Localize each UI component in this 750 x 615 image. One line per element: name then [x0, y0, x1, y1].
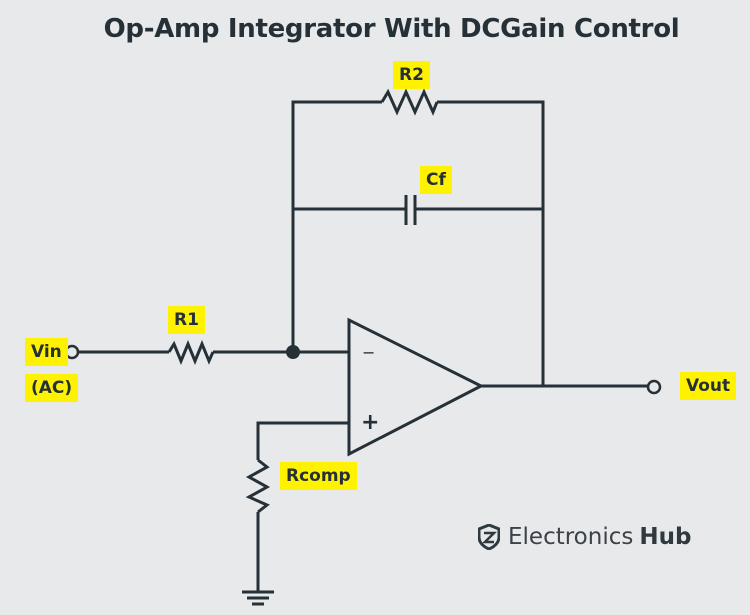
rcomp-resistor — [245, 458, 271, 514]
r2-wire-left — [291, 100, 382, 352]
diagram-title: Op-Amp Integrator With DCGain Control — [103, 14, 680, 44]
r2-resistor — [380, 88, 439, 116]
r2-label: R2 — [393, 61, 430, 89]
vout-label: Vout — [680, 372, 737, 400]
brand-suffix: Hub — [639, 524, 692, 550]
r1-label: R1 — [168, 306, 205, 334]
noninverting-input-sign: + — [361, 410, 379, 435]
brand-name: Electronics — [508, 524, 634, 550]
cf-label: Cf — [420, 166, 452, 194]
junction-node — [286, 345, 300, 359]
vout-terminal — [646, 379, 662, 395]
inverting-input-sign: − — [362, 343, 375, 362]
vin-terminal — [64, 344, 80, 360]
rcomp-label: Rcomp — [280, 462, 357, 490]
r2-wire-right — [437, 100, 545, 386]
shield-logo-icon — [478, 524, 500, 550]
vin-type-label: (AC) — [25, 374, 79, 402]
noninv-wire — [256, 421, 349, 460]
opamp-triangle — [347, 317, 485, 457]
vin-label: Vin — [25, 338, 68, 366]
r1-resistor — [167, 340, 215, 365]
